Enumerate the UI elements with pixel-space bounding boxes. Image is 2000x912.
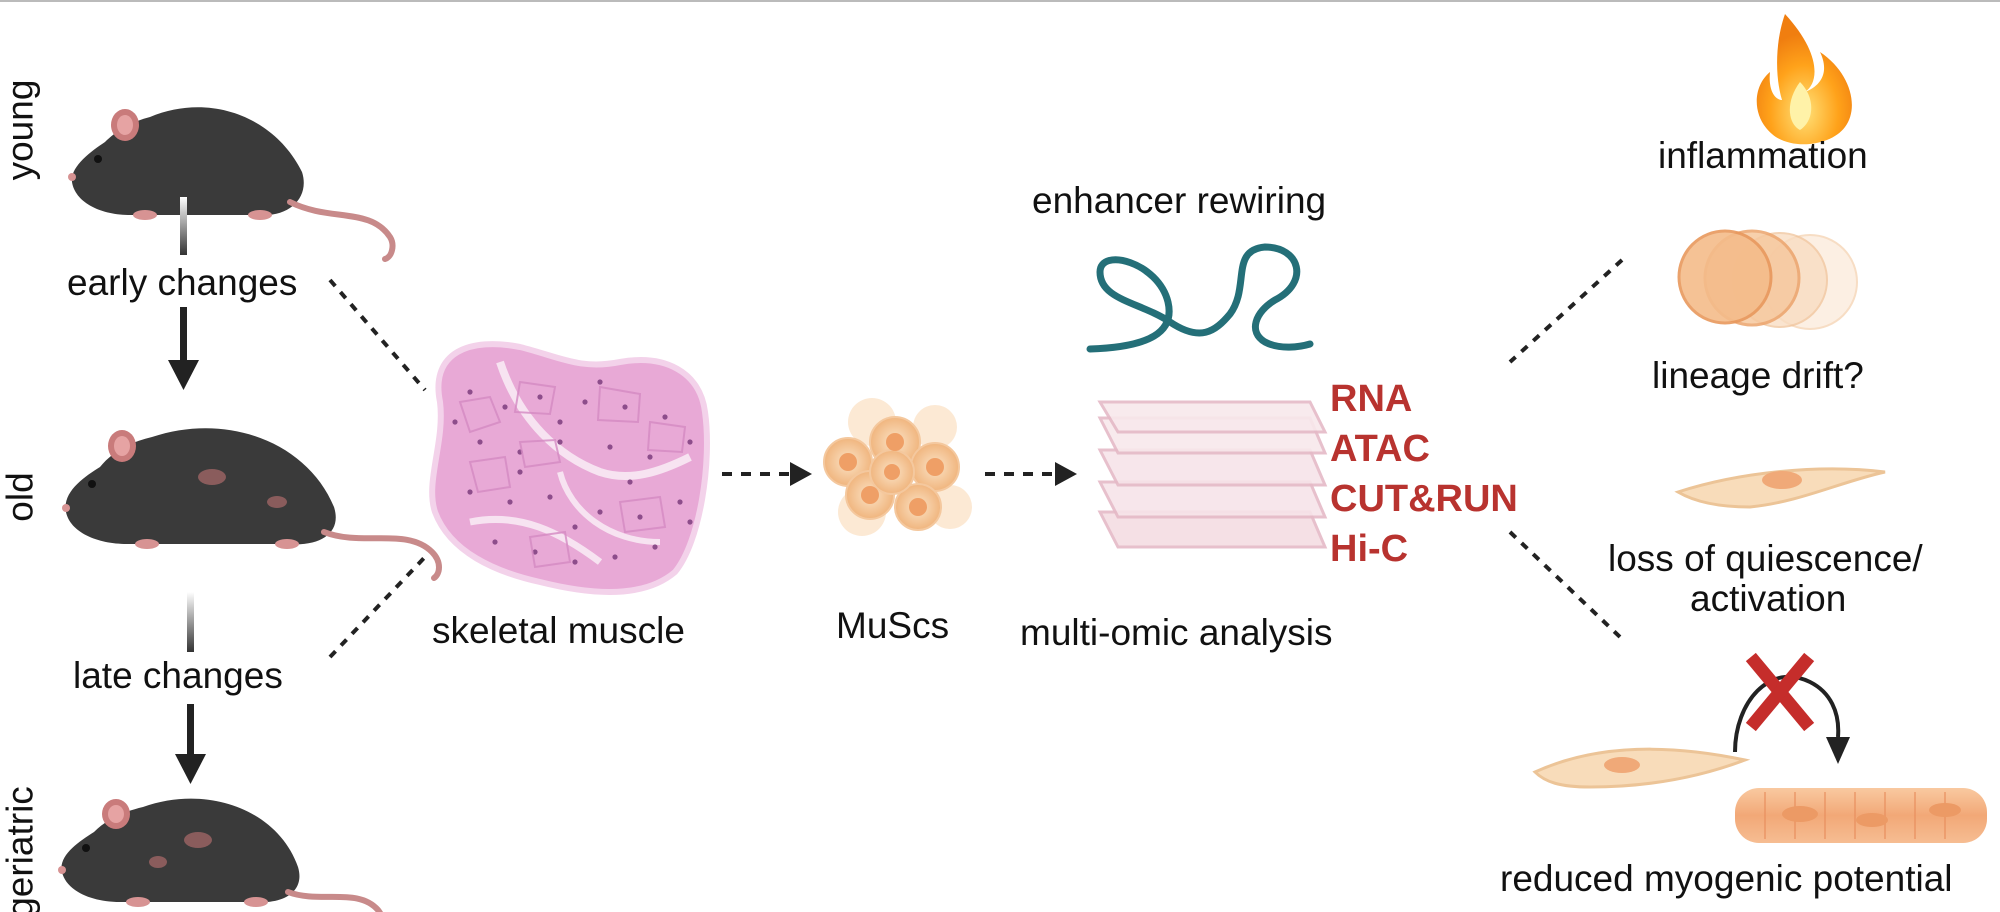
fiber-nucleus — [502, 404, 508, 410]
fiber-nucleus — [452, 419, 458, 425]
activated-cell-icon — [1674, 467, 1886, 509]
fiber-nucleus — [612, 554, 618, 560]
differentiation-arrow — [1733, 674, 1841, 753]
fiber-nucleus — [537, 394, 543, 400]
fiber-nucleus — [467, 389, 473, 395]
fiber-nucleus — [687, 519, 693, 525]
myotube-icon — [1735, 788, 1987, 843]
fiber-nucleus — [647, 454, 653, 460]
flow-arrowhead-2 — [1055, 462, 1077, 486]
age-label-geriatric: geriatric — [0, 786, 41, 912]
fiber-nucleus — [687, 439, 693, 445]
fiber-nucleus — [572, 524, 578, 530]
early-changes-label: early changes — [67, 262, 298, 303]
flame-icon — [1756, 14, 1852, 145]
age-label-old: old — [0, 472, 41, 522]
lineage-drift-label: lineage drift? — [1652, 355, 1864, 396]
enhancer-loop-icon — [1086, 243, 1314, 353]
skeletal-muscle-label: skeletal muscle — [432, 610, 685, 651]
myocyte-cell-icon — [1532, 747, 1751, 789]
fiber-nucleus — [582, 399, 588, 405]
fiber-nucleus — [597, 379, 603, 385]
enhancer-rewiring-label: enhancer rewiring — [1032, 180, 1327, 221]
mouse-icon-old — [62, 428, 442, 581]
omic-rna-label: RNA — [1330, 378, 1413, 420]
omic-hic-label: Hi-C — [1330, 528, 1409, 570]
differentiation-arrowhead — [1826, 737, 1850, 764]
reduced-myogenic-potential-label: reduced myogenic potential — [1500, 858, 1953, 899]
omics-layers-icon — [1097, 400, 1328, 549]
fiber-nucleus — [622, 404, 628, 410]
age-label-young: young — [0, 79, 41, 181]
fiber-nucleus — [557, 439, 563, 445]
multi-omic-analysis-label: multi-omic analysis — [1020, 612, 1333, 653]
muscle-cross-section-icon — [429, 341, 710, 595]
muscs-label: MuScs — [836, 605, 950, 646]
fiber-nucleus — [547, 494, 553, 500]
inflammation-label: inflammation — [1658, 135, 1868, 176]
flow-arrowhead-1 — [790, 462, 812, 486]
fiber-nucleus — [597, 509, 603, 515]
fiber-nucleus — [557, 419, 563, 425]
cell-cluster-icon — [823, 398, 972, 536]
fiber-nucleus — [637, 514, 643, 520]
fiber-nucleus — [507, 499, 513, 505]
lineage-drift-icon — [1677, 229, 1858, 330]
fiber-nucleus — [517, 469, 523, 475]
fiber-nucleus — [477, 439, 483, 445]
omic-atac-label: ATAC — [1330, 428, 1430, 470]
mouse-icon-young — [68, 107, 396, 262]
x-mark-icon — [1745, 652, 1815, 732]
fiber-nucleus — [677, 499, 683, 505]
fiber-nucleus — [492, 539, 498, 545]
age-progression-arrows — [168, 197, 206, 784]
fiber-nucleus — [627, 479, 633, 485]
mouse-icon-geriatric — [58, 798, 383, 912]
omic-cutrun-label: CUT&RUN — [1330, 478, 1518, 520]
activation-label: activation — [1690, 578, 1847, 619]
dotted-connectors — [328, 258, 1624, 659]
fiber-nucleus — [572, 559, 578, 565]
fiber-nucleus — [607, 444, 613, 450]
late-changes-label: late changes — [73, 655, 283, 696]
loss-of-quiescence-label: loss of quiescence/ — [1608, 538, 1923, 579]
fiber-nucleus — [662, 414, 668, 420]
fiber-nucleus — [652, 544, 658, 550]
fiber-nucleus — [467, 489, 473, 495]
